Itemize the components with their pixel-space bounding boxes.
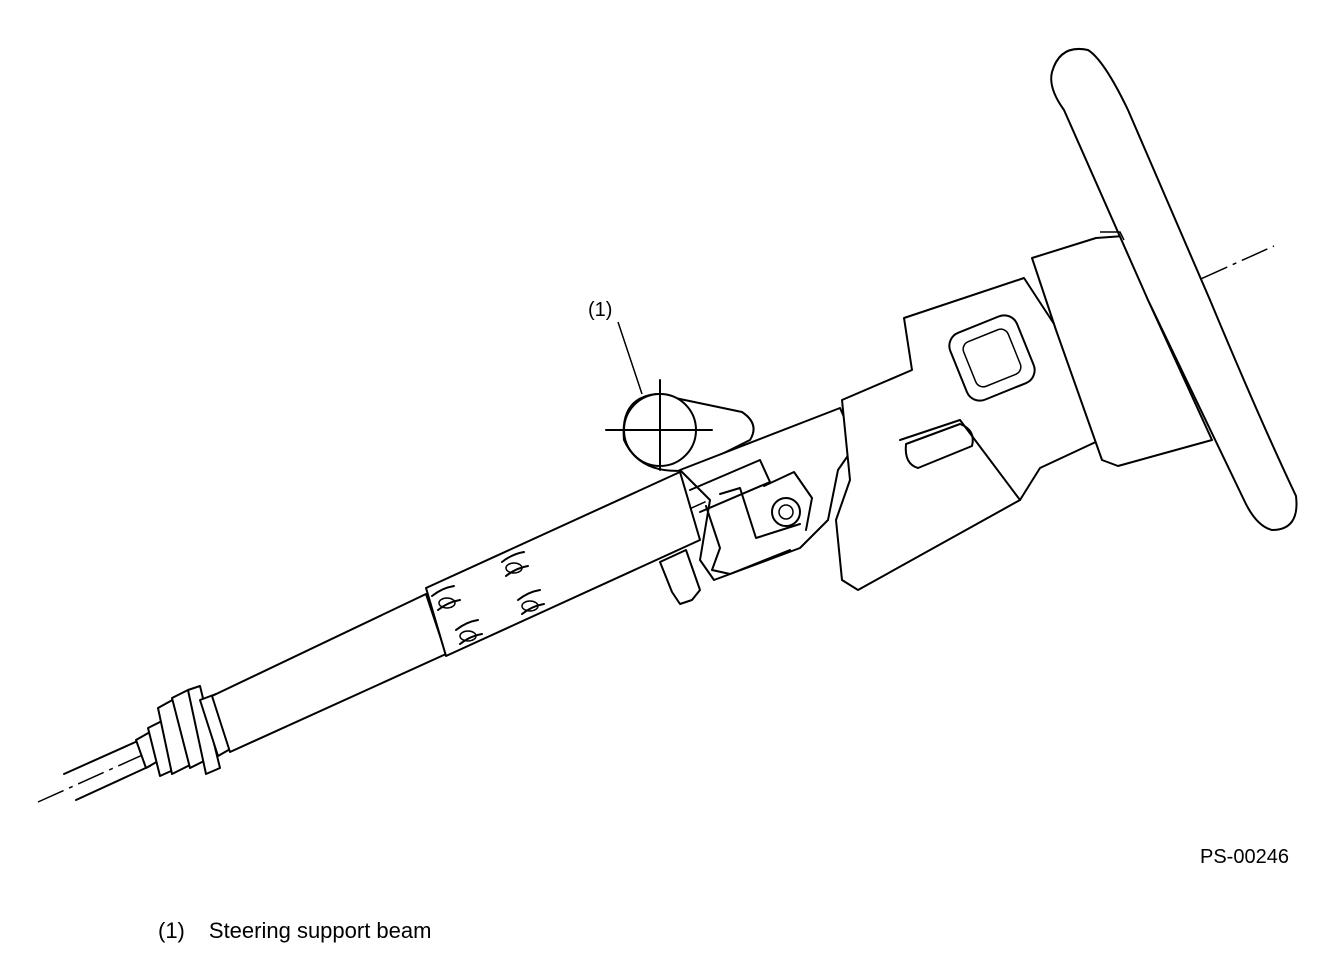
column-housing (835, 277, 1101, 591)
figure-code: PS-00246 (1200, 846, 1289, 868)
steering-support-beam (605, 379, 755, 472)
tube-slots (431, 551, 545, 645)
legend-item: (1) Steering support beam (158, 918, 431, 944)
legend-text: Steering support beam (208, 918, 432, 943)
callout-label-1: (1) (588, 299, 612, 321)
legend-number: (1) (158, 918, 185, 943)
mounting-bracket (679, 407, 857, 581)
steering-wheel (1050, 48, 1298, 531)
combination-switch (1031, 235, 1213, 467)
callout-leader (617, 321, 643, 395)
intermediate-shaft (63, 685, 233, 801)
column-tube (211, 471, 701, 753)
lower-bracket (659, 549, 701, 605)
